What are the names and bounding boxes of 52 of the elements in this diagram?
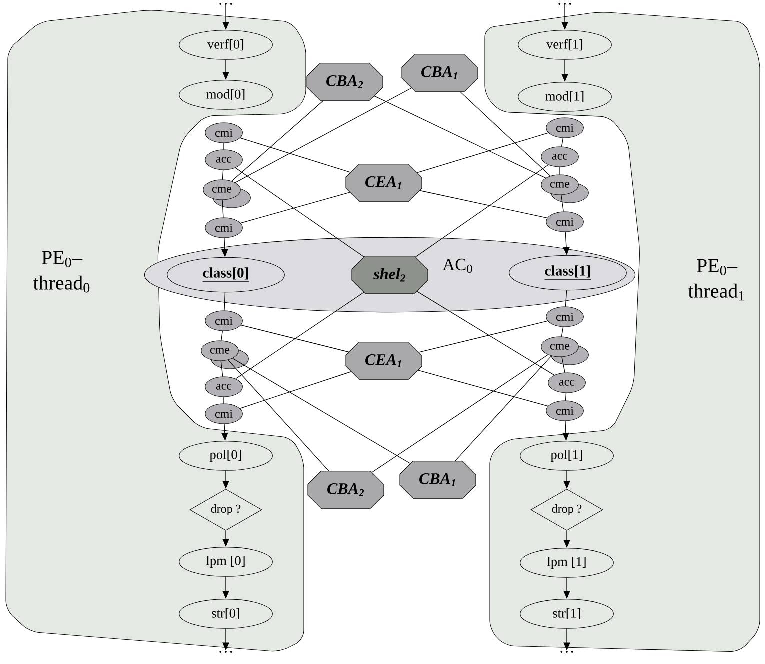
connector-line (221, 330, 223, 342)
connector-line (232, 100, 324, 182)
connector-line (235, 168, 365, 258)
connector-line (416, 291, 555, 376)
connector-line (565, 392, 567, 402)
connector-line (565, 290, 568, 308)
connector-line (561, 194, 564, 212)
oval: verf[1] (518, 30, 612, 60)
ellipsis-mark: … (220, 3, 232, 5)
oval: pol[0] (179, 441, 273, 471)
oval: str[0] (179, 599, 273, 629)
octagon: CBA$_{2}$ (308, 471, 384, 509)
ellipsis-mark: … (220, 651, 232, 653)
connector-line (222, 170, 224, 180)
connector-line (561, 138, 564, 148)
oval: mod[0] (179, 80, 273, 110)
connector-line (418, 370, 548, 407)
connector-line (420, 190, 548, 219)
connector-line (455, 356, 552, 462)
connector-line (222, 200, 224, 218)
connector-line (240, 372, 352, 409)
connector-line (236, 292, 364, 380)
connector-line (224, 292, 226, 312)
connector-line (374, 96, 546, 179)
octagon: CBA$_{2}$ (306, 63, 384, 101)
oval: lpm [1] (520, 548, 614, 578)
connector-line (228, 360, 330, 472)
oval: str[1] (520, 599, 614, 629)
oval: mod[1] (518, 82, 612, 112)
connector-line (235, 88, 412, 184)
connector-line (372, 354, 548, 473)
ellipsis-mark: … (560, 651, 574, 653)
oval: pol[1] (520, 441, 614, 471)
octagon: CEA$_{1}$ (346, 342, 422, 380)
connector-line (418, 320, 548, 353)
oval: verf[0] (179, 30, 273, 60)
connector-line (417, 132, 549, 174)
connector-line (415, 164, 549, 258)
connector-line (240, 138, 352, 173)
connector-line (220, 360, 224, 378)
connector-line (562, 356, 566, 374)
oval: lpm [0] (179, 547, 273, 577)
connector-line (460, 92, 551, 176)
ellipsis-mark: … (558, 3, 572, 5)
octagon: CEA$_{1}$ (346, 164, 422, 202)
octagon: shel$_{2}$ (352, 256, 428, 294)
octagon: CBA$_{1}$ (402, 54, 478, 92)
connector-line (240, 324, 350, 353)
connector-line (561, 326, 564, 338)
connector-line (232, 358, 411, 464)
octagon: CBA$_{1}$ (400, 461, 476, 499)
connector-line (240, 192, 350, 224)
